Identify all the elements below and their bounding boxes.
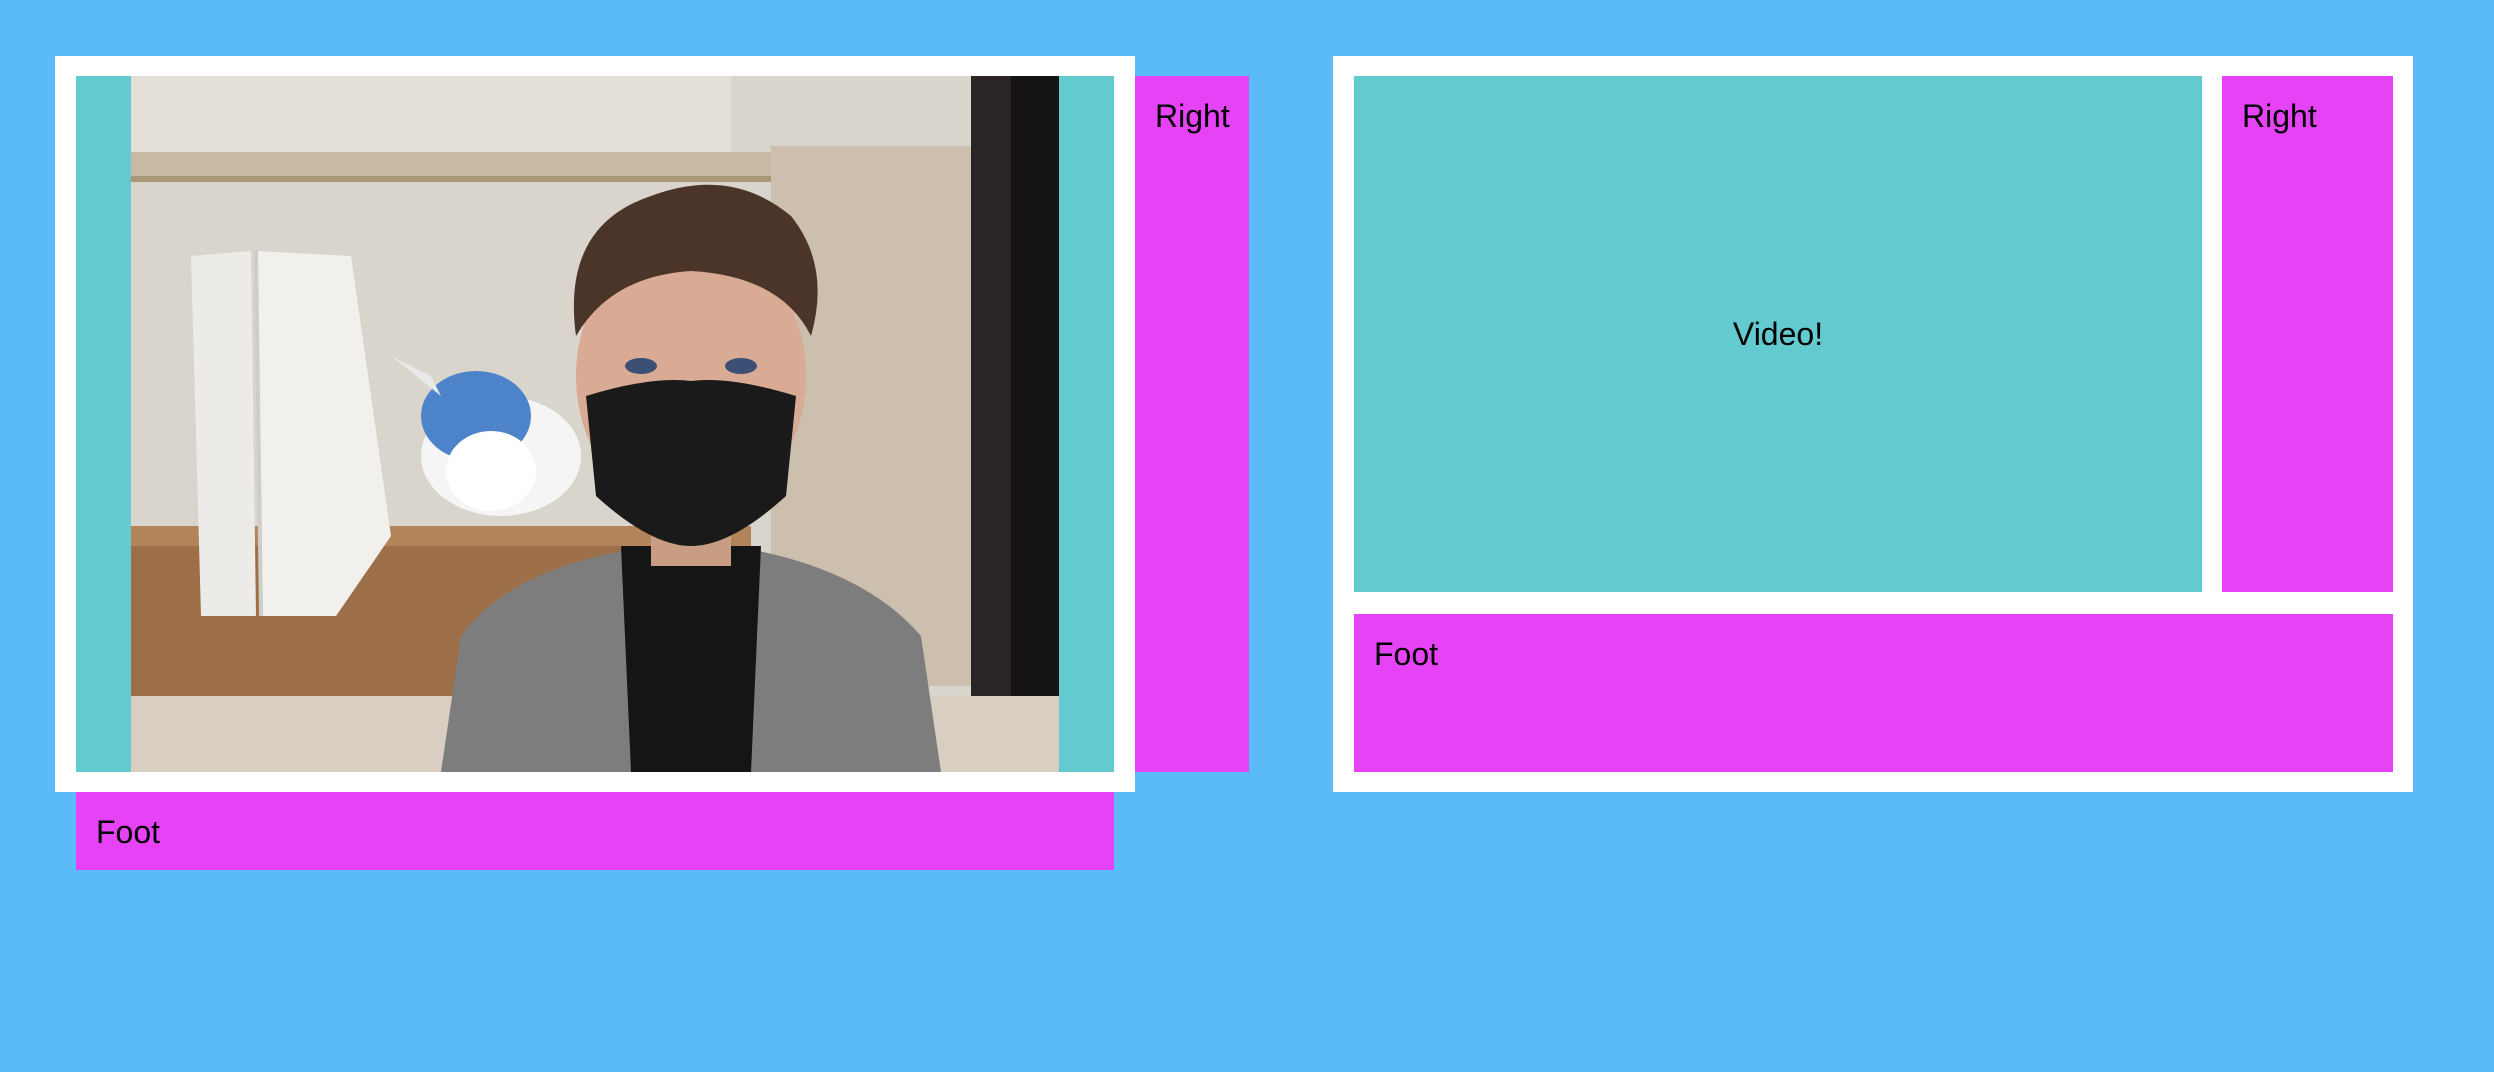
video-placeholder-label: Video! xyxy=(1732,315,1824,352)
right-right-panel: Right xyxy=(2222,76,2393,592)
left-right-panel: Right xyxy=(1135,76,1249,772)
right-panel-label: Right xyxy=(1155,98,1230,134)
foot-panel-label: Foot xyxy=(1374,636,1439,672)
right-foot-panel: Foot xyxy=(1354,614,2393,772)
right-video-placeholder: Video! xyxy=(1354,76,2202,592)
left-video-area xyxy=(76,76,1114,772)
left-foot-panel: Foot xyxy=(76,792,1114,870)
video-frame-image xyxy=(131,76,1059,772)
right-panel-label: Right xyxy=(2242,98,2317,134)
foot-panel-label: Foot xyxy=(96,814,161,850)
